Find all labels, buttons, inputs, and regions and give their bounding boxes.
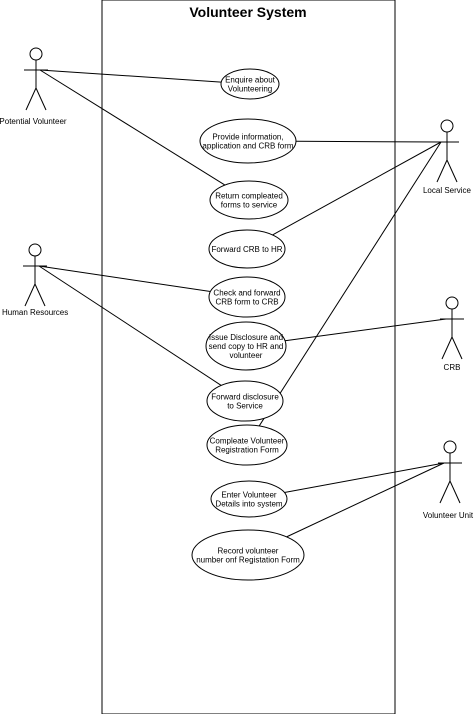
association-volunteer-unit-record-number	[286, 462, 445, 538]
actor-label: Volunteer Unit	[423, 511, 474, 520]
use-case-ellipse	[206, 380, 284, 422]
use-case-label: Issue Disclosure and	[209, 333, 283, 342]
association-local-service-complete-form	[258, 141, 442, 427]
association-potential-volunteer-enquire	[39, 69, 222, 83]
actor-local-service[interactable]: Local Service	[423, 119, 472, 195]
use-case-label: CRB form to CRB	[215, 298, 278, 307]
actor-human-resources[interactable]: Human Resources	[2, 243, 68, 317]
use-case-label: application and CRB form	[202, 142, 293, 151]
use-case-forward-crb[interactable]: Forward CRB to HR	[208, 229, 286, 269]
actor-label: Potential Volunteer	[0, 117, 67, 126]
use-case-label: Forward disclosure	[211, 393, 279, 402]
use-case-label: Record volunteer	[218, 547, 279, 556]
use-case-label: to Service	[227, 402, 263, 411]
use-case-label: Registration Form	[215, 446, 279, 455]
use-case-ellipse	[208, 276, 286, 318]
association-potential-volunteer-return-forms	[39, 69, 226, 186]
use-case-label: volunteer	[230, 351, 263, 360]
actor-label: Local Service	[423, 186, 472, 195]
use-case-label: forms to service	[221, 201, 278, 210]
actor-crb[interactable]: CRB	[440, 296, 464, 372]
actor-potential-volunteer[interactable]: Potential Volunteer	[0, 47, 67, 126]
association-human-resources-check-forward	[38, 265, 211, 293]
stick-figure-icon	[24, 47, 48, 111]
use-case-label: Enter Volunteer	[221, 491, 276, 500]
use-case-ellipse	[205, 321, 287, 371]
association-crb-issue-disclosure	[284, 318, 447, 342]
association-local-service-forward-crb	[272, 141, 442, 236]
stick-figure-icon	[435, 119, 459, 183]
use-case-provide-info[interactable]: Provide information,application and CRB …	[199, 118, 297, 164]
use-case-label: Check and forward	[213, 289, 280, 298]
use-case-label: Provide information,	[212, 133, 283, 142]
use-case-ellipse	[209, 180, 289, 220]
stick-figure-icon	[23, 243, 47, 307]
use-case-label: send copy to HR and	[209, 342, 284, 351]
actor-label: Human Resources	[2, 308, 68, 317]
use-case-ellipse	[191, 529, 305, 581]
use-case-label: Volunteering	[228, 85, 272, 94]
use-case-ellipse	[220, 68, 280, 100]
system-title: Volunteer System	[189, 4, 306, 20]
use-case-ellipse	[206, 424, 288, 466]
use-case-label: Return compleated	[215, 192, 283, 201]
use-case-label: number onf Registation Form	[196, 556, 300, 565]
use-case-label: Forward CRB to HR	[211, 245, 282, 254]
associations	[38, 69, 447, 538]
association-volunteer-unit-enter-details	[284, 462, 445, 493]
use-case-ellipse	[199, 118, 297, 164]
use-case-ellipse	[208, 229, 286, 269]
use-case-label: Details into system	[215, 500, 282, 509]
use-case-ellipse	[210, 480, 288, 518]
association-human-resources-forward-disclosure	[38, 265, 222, 386]
stick-figure-icon	[440, 296, 464, 360]
system-boundary	[101, 0, 396, 714]
association-local-service-provide-info	[295, 140, 442, 143]
use-case-label: Compleate Volunteer	[210, 437, 285, 446]
actor-label: CRB	[444, 363, 461, 372]
use-case-label: Enquire about	[225, 76, 276, 85]
actor-volunteer-unit[interactable]: Volunteer Unit	[423, 440, 474, 520]
stick-figure-icon	[438, 440, 462, 504]
